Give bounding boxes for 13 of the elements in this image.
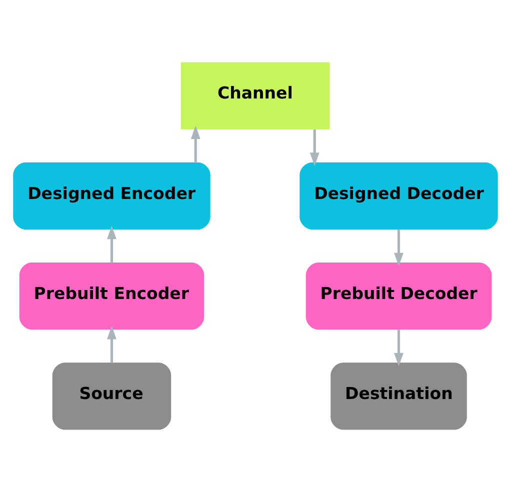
node-box: Channel: [180, 62, 330, 130]
arrow: [106, 226, 116, 262]
arrow: [106, 326, 116, 363]
arrow: [394, 230, 403, 266]
node-box: Source: [52, 362, 171, 430]
node-box: Prebuilt Decoder: [305, 262, 492, 330]
arrow: [309, 129, 319, 166]
arrow: [394, 330, 403, 366]
node-box: Prebuilt Encoder: [18, 262, 204, 330]
node-box: Designed Decoder: [299, 162, 498, 230]
node-box: Designed Encoder: [12, 162, 210, 230]
arrow: [190, 126, 200, 162]
node-box: Destination: [330, 362, 466, 430]
